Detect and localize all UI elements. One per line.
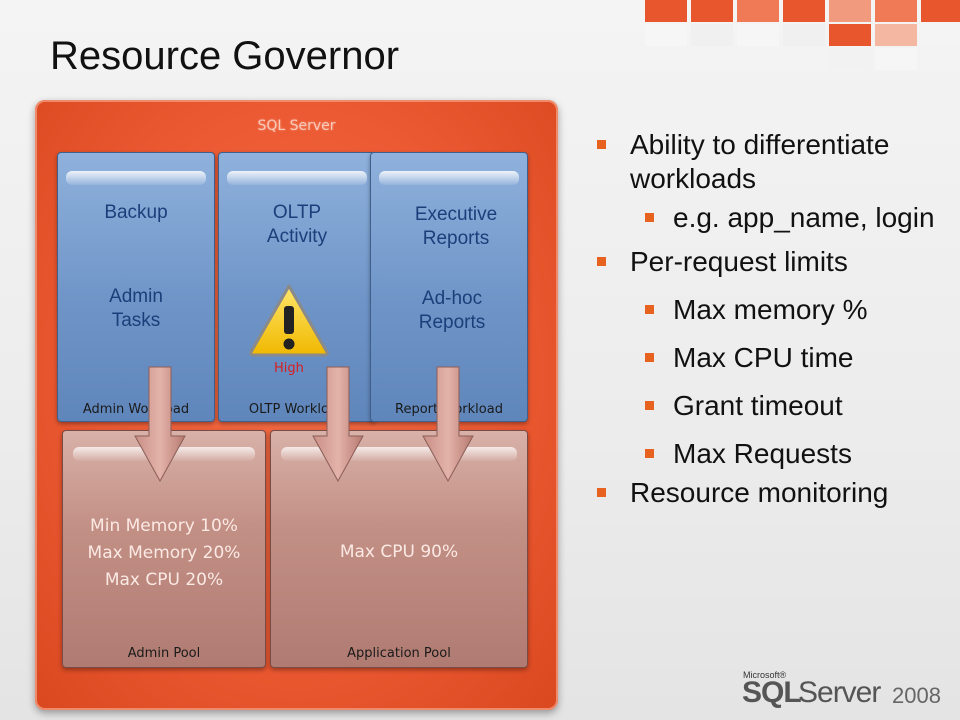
bullet-marker [597,257,606,266]
workload-item: Admin Tasks [109,286,163,331]
bullet-marker [597,488,606,497]
sql-server-label: SQL Server [257,118,336,134]
pool-label: Admin Pool [127,646,201,661]
bullet-marker [645,401,654,410]
bullet-item: Ability to differentiate workloads [595,128,945,196]
pool-setting: Max CPU 20% [104,570,224,590]
bullet-item: Max CPU time [595,341,945,375]
workload-group-oltp: OLTP Activity OLTP Workload [218,152,376,422]
bullet-item: e.g. app_name, login [595,201,945,235]
pool-label: Application Pool [347,646,451,661]
bullet-marker [645,305,654,314]
workload-item: Executive Reports [414,204,498,249]
slide-title: Resource Governor [50,34,400,78]
bullet-list: Ability to differentiate workloads e.g. … [595,128,945,510]
bullet-marker [645,449,654,458]
bullet-item: Resource monitoring [595,476,945,510]
bullet-marker [645,213,654,222]
workload-group-admin: Backup Admin Tasks Admin Workload [57,152,215,422]
pool-setting: Min Memory 10% [90,516,238,536]
bullet-marker [597,140,606,149]
admin-workload-to-admin-pool-arrow [134,366,186,482]
pool-setting: Max Memory 20% [87,543,241,563]
bullet-item: Max Requests [595,437,945,471]
workload-item: OLTP Activity [266,202,328,247]
bullet-marker [645,353,654,362]
warning-icon [249,284,329,357]
report-workload-to-application-pool-arrow [422,366,474,482]
header-tiles-decoration [645,0,960,70]
workload-item: Backup [104,202,168,223]
bullet-item: Per-request limits [595,245,945,279]
oltp-workload-to-application-pool-arrow [312,366,364,482]
pool-setting: Max CPU 90% [339,542,459,562]
importance-high-label: High [274,361,304,376]
resource-pool-application: Max CPU 90% Application Pool [270,430,528,668]
bullet-item: Grant timeout [595,389,945,423]
workload-group-label: OLTP Workload [248,402,346,417]
bullet-item: Max memory % [595,293,945,327]
workload-item: Ad-hoc Reports [418,288,486,333]
resource-pool-admin: Min Memory 10% Max Memory 20% Max CPU 20… [62,430,266,668]
